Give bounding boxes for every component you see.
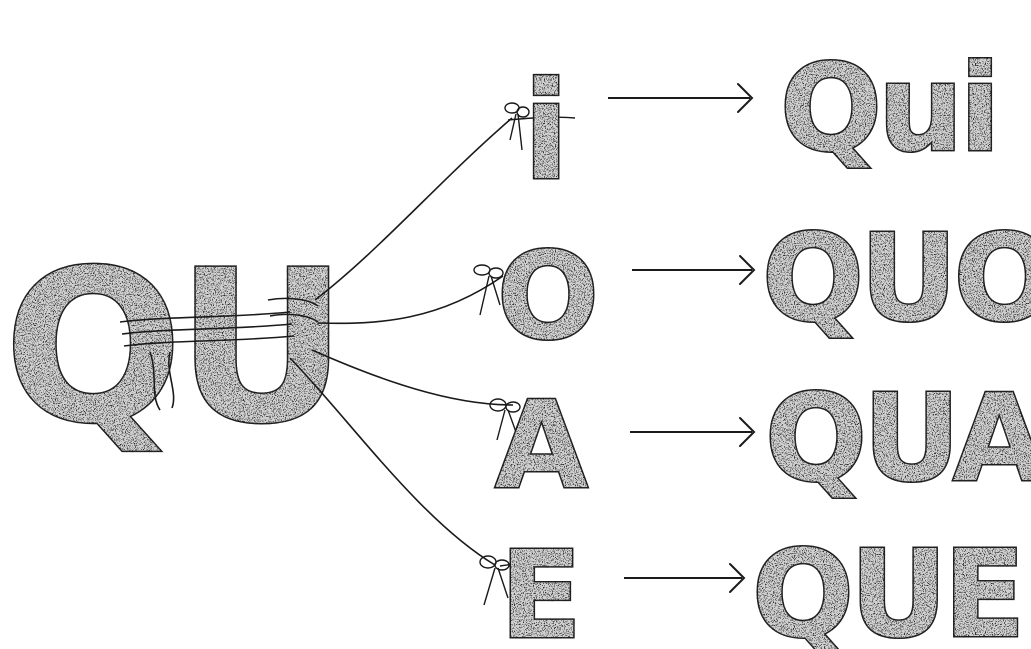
string-to-o — [318, 276, 503, 323]
vowel-i: i — [523, 53, 569, 210]
vowel-o: O — [497, 228, 599, 367]
vowel-a: A — [495, 377, 588, 516]
result-qui: Qui — [780, 40, 997, 179]
arrow-4 — [624, 564, 744, 592]
result-que: QUE — [752, 526, 1021, 649]
arrow-3 — [630, 418, 754, 446]
result-qua: QUA — [765, 370, 1031, 509]
vowel-e: E — [500, 527, 582, 649]
arrow-1 — [608, 84, 752, 112]
result-quo: QUO — [762, 210, 1031, 349]
source-word-qu: QU — [4, 225, 341, 470]
string-to-a — [312, 350, 513, 405]
arrow-2 — [632, 256, 754, 284]
string-to-i — [315, 118, 512, 300]
